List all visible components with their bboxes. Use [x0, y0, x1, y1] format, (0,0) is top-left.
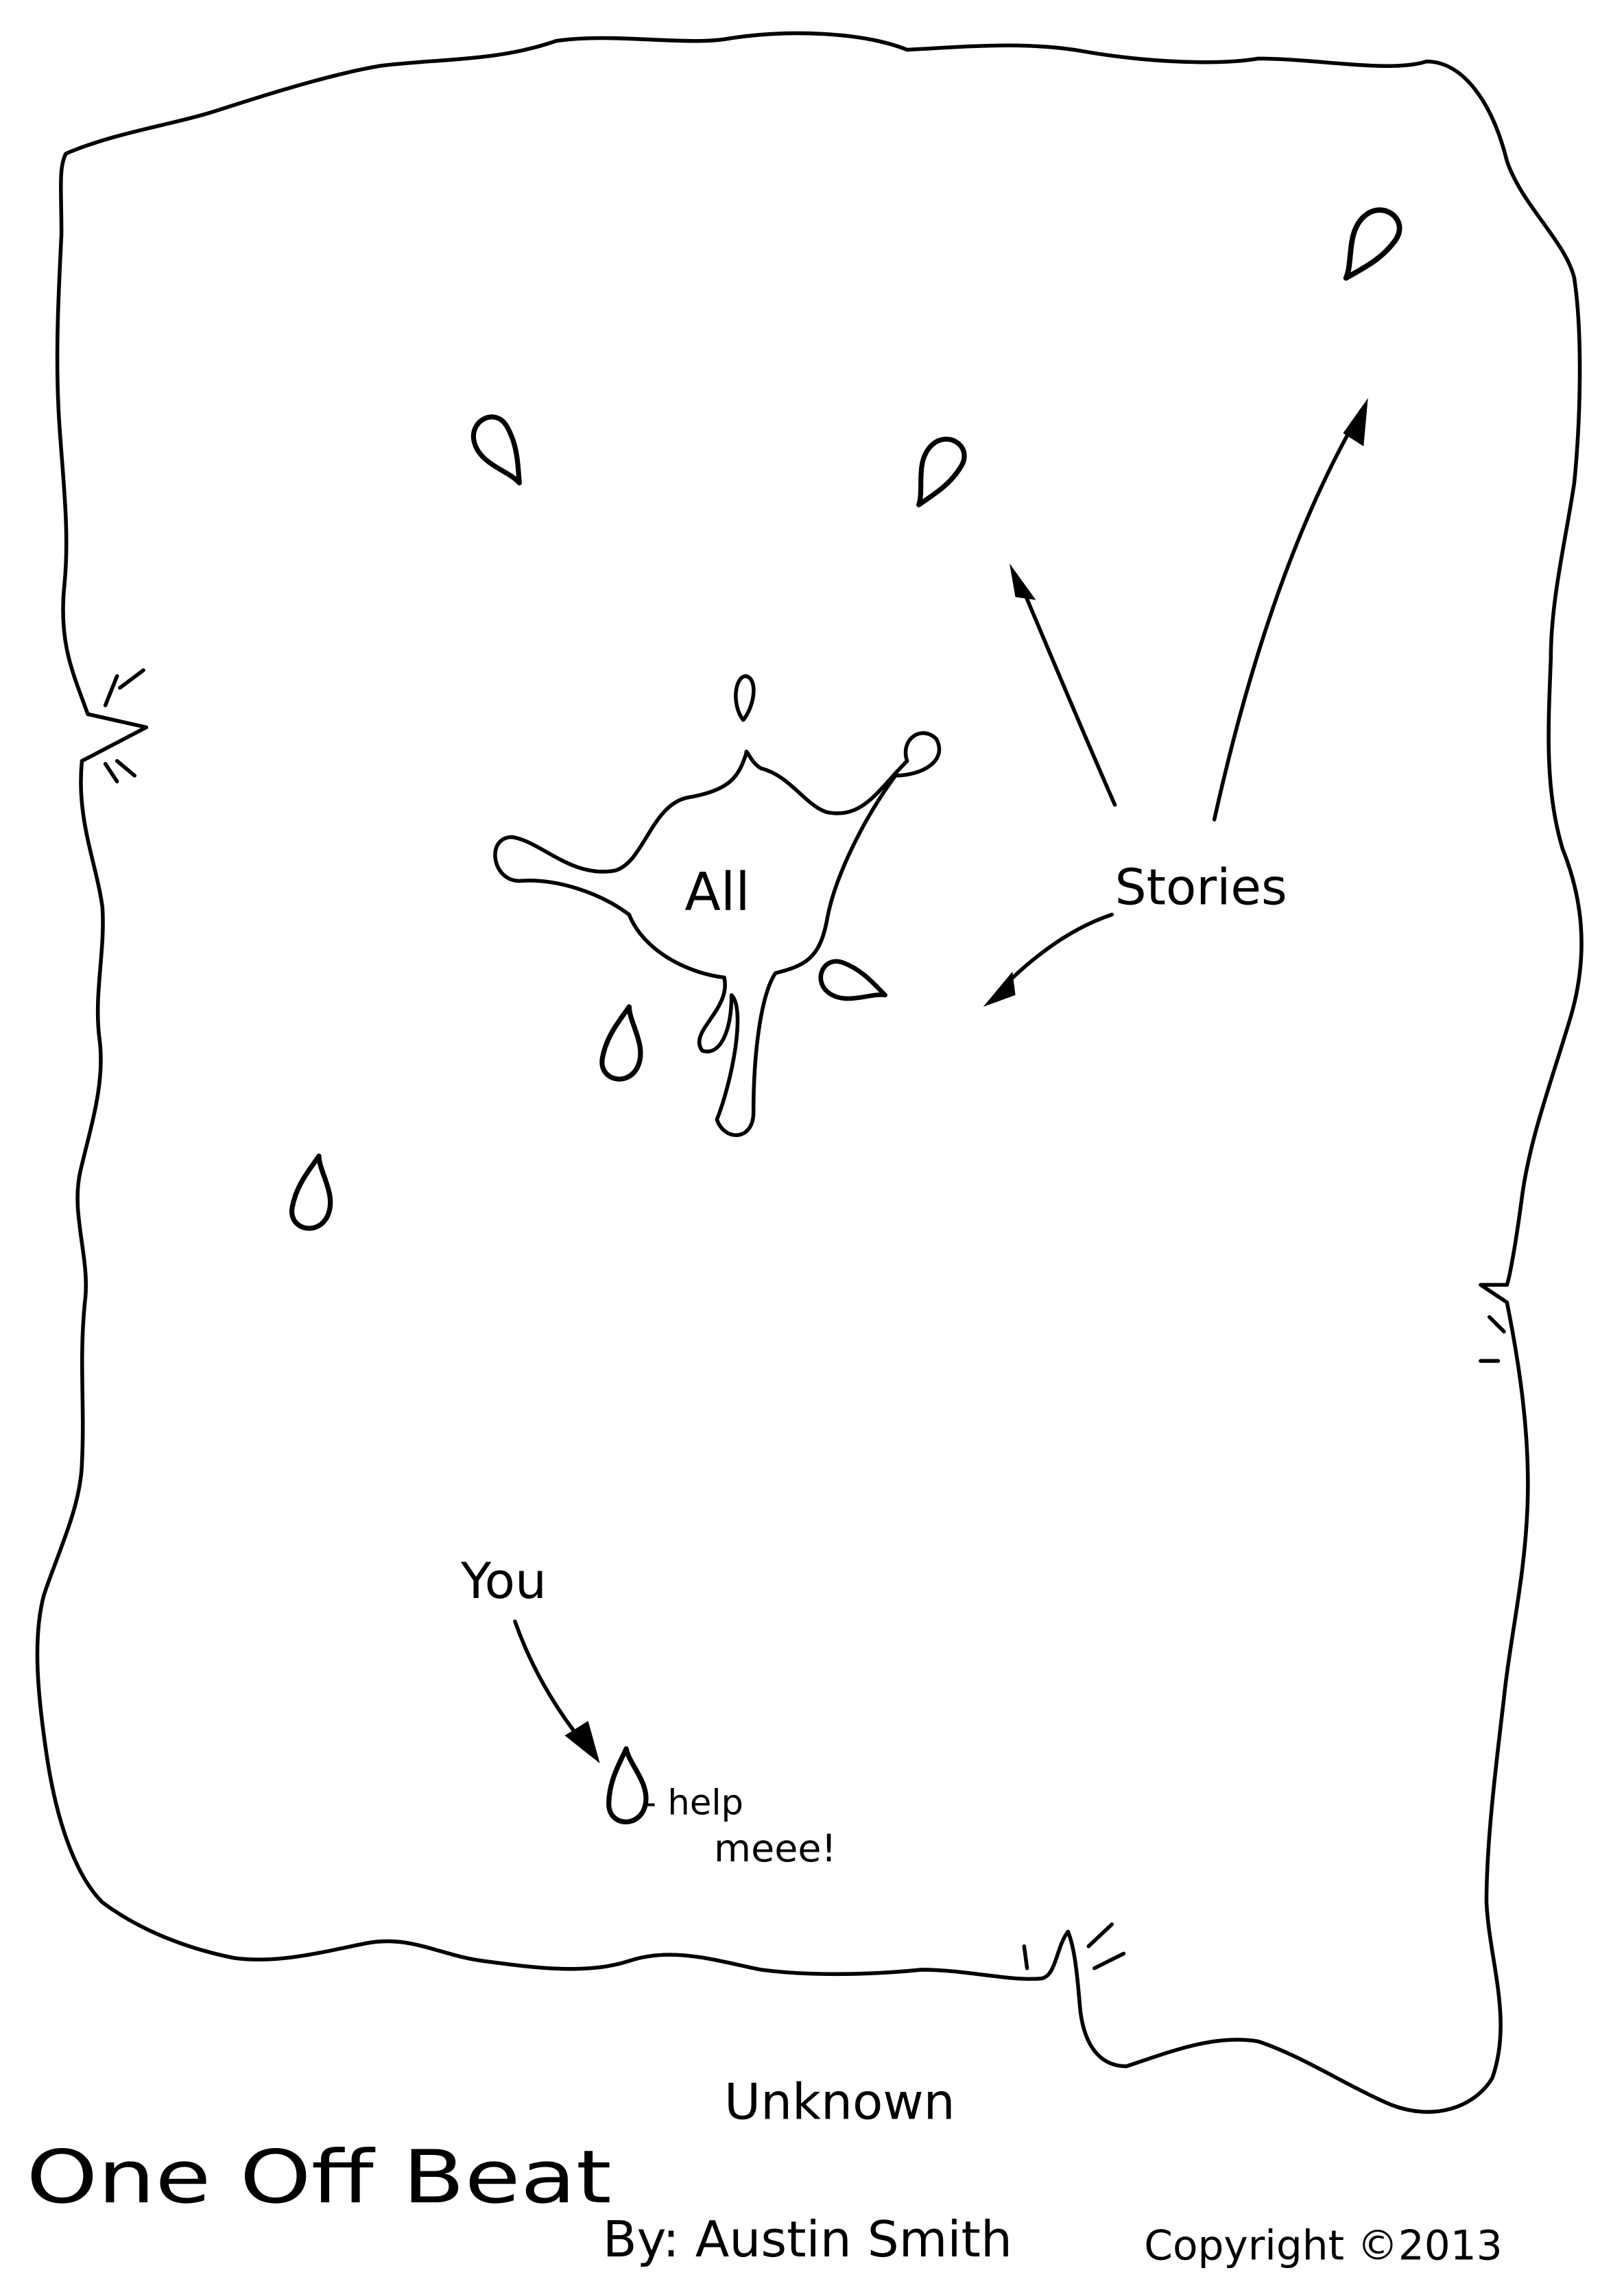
story-drop [286, 1153, 346, 1234]
author-credit: By: Austin Smith [603, 2211, 1012, 2269]
world-border [35, 31, 1584, 2114]
story-drop [468, 412, 527, 493]
unknown-label: Unknown [724, 2074, 955, 2132]
story-drops [286, 201, 1408, 1825]
series-title-logo: One Off Beat [26, 2135, 611, 2220]
story-drop [814, 955, 889, 1018]
center-label-all: All [684, 862, 750, 923]
center-splash: All [493, 673, 942, 1137]
story-drop [1324, 201, 1408, 285]
you-label: You [460, 1553, 547, 1610]
stories-label: Stories [1115, 859, 1287, 917]
copyright-notice: Copyright ©2013 [1144, 2222, 1502, 2269]
arrows [513, 398, 1368, 1764]
story-drop [897, 431, 972, 510]
help-text-line2: meee! [714, 1827, 837, 1871]
help-text-line1: - help [644, 1783, 743, 1824]
story-drop [596, 1004, 656, 1085]
edge-crack-marks [103, 668, 1506, 1970]
